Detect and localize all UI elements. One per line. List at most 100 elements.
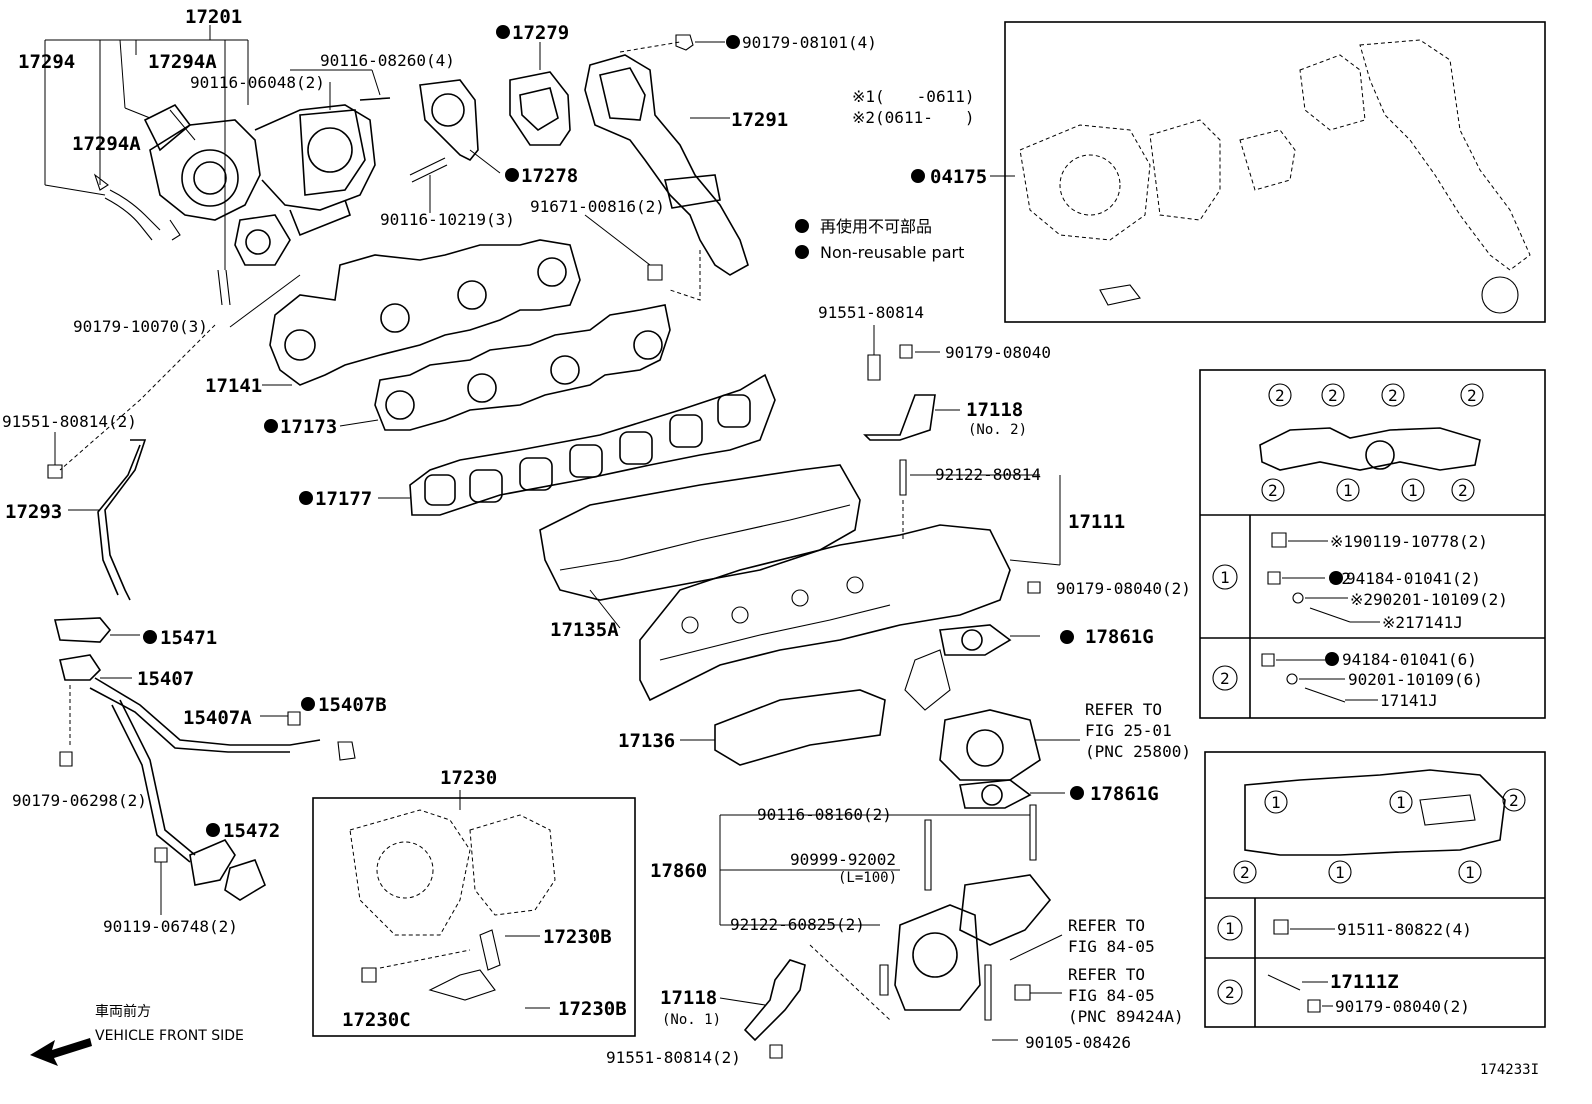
gasket-15472-drawing <box>189 839 266 901</box>
inset-item: ※217141J <box>1382 613 1463 632</box>
label-17201: 17201 <box>185 6 242 28</box>
inset-item: ※2 <box>1328 569 1351 588</box>
gasket-15471-drawing <box>53 617 140 643</box>
label-17230B-1: 17230B <box>543 926 612 948</box>
label-15407B: 15407B <box>318 694 387 716</box>
label-17230: 17230 <box>440 767 497 789</box>
turbo-leaders <box>44 25 381 471</box>
non-reusable-dot-icon <box>1060 630 1074 644</box>
group-box-04175 <box>1004 21 1546 323</box>
label-17118-no2: 17118 <box>966 399 1023 421</box>
label-91551-80814-left: 91551-80814(2) <box>2 412 137 431</box>
throttle-17860-drawing <box>719 804 1052 1021</box>
non-reusable-dot-icon <box>264 419 278 433</box>
stud-90105-08426 <box>984 934 1063 1041</box>
inset-intake-drawing <box>1217 769 1526 1005</box>
label-90179-08101: 90179-08101(4) <box>742 33 877 52</box>
label-17291: 17291 <box>731 109 788 131</box>
inset-marker: 2 <box>1268 481 1278 500</box>
inset-item: ※290201-10109(2) <box>1350 590 1508 609</box>
label-17278: 17278 <box>521 165 578 187</box>
label-17118-no1-sub: (No. 1) <box>662 1012 721 1028</box>
egr-valve-drawing <box>904 649 1080 781</box>
stud-92122-80814 <box>899 459 1040 540</box>
label-17177: 17177 <box>315 488 372 510</box>
label-92122-60825: 92122-60825(2) <box>730 915 865 934</box>
non-reusable-dot-icon <box>1325 652 1339 666</box>
inset-intake-item: 17111Z <box>1330 971 1399 993</box>
bolt-91671-00816 <box>584 214 663 281</box>
label-17293: 17293 <box>5 501 62 523</box>
oil-pipe-15407-drawing <box>59 654 321 863</box>
assembly-04175-drawing <box>990 39 1531 314</box>
refer2-line1: REFER TO <box>1068 916 1145 935</box>
inset-row-marker: 2 <box>1220 669 1230 688</box>
label-90116-06048: 90116-06048(2) <box>190 73 325 92</box>
refer1-line2: FIG 25-01 <box>1085 721 1172 740</box>
non-reusable-dot-icon <box>1070 786 1084 800</box>
non-reusable-dot-icon <box>911 169 925 183</box>
inset-intake-row-marker: 2 <box>1225 983 1235 1002</box>
inset-intake-item: 91511-80822(4) <box>1337 920 1472 939</box>
label-17141: 17141 <box>205 375 262 397</box>
inset-marker: 1 <box>1343 481 1353 500</box>
label-17294A-mid: 17294A <box>72 133 141 155</box>
inset-marker: 2 <box>1458 481 1468 500</box>
label-92122-80814: 92122-80814 <box>935 465 1041 484</box>
front-label-jp: 車両前方 <box>95 1003 151 1020</box>
label-04175: 04175 <box>930 166 987 188</box>
cover-17136-drawing <box>680 689 886 766</box>
intake-manifold-17111-drawing <box>639 475 1061 702</box>
refer2-line2: FIG 84-05 <box>1068 937 1155 956</box>
non-reusable-dot-icon <box>1329 571 1343 585</box>
label-17294: 17294 <box>18 51 75 73</box>
inset-marker: 2 <box>1275 386 1285 405</box>
gasket-17173-drawing <box>339 304 671 431</box>
label-91551-80814-mid: 91551-80814 <box>818 303 924 322</box>
exhaust-pipe-17291-drawing <box>584 41 749 301</box>
inset-manifold-drawing <box>1212 383 1484 691</box>
label-17136: 17136 <box>618 730 675 752</box>
label-90179-08040: 90179-08040 <box>945 343 1051 362</box>
label-17279: 17279 <box>512 22 569 44</box>
label-17861G-top: 17861G <box>1085 626 1154 648</box>
bracket-17118-no2-drawing <box>863 325 960 441</box>
inset-item: 94184-01041(2) <box>1346 569 1481 588</box>
bolt-90119-06748 <box>154 847 168 915</box>
non-reusable-dot-icon <box>496 25 510 39</box>
front-label-en: VEHICLE FRONT SIDE <box>95 1028 244 1044</box>
inset-intake-marker: 1 <box>1465 863 1475 882</box>
figure-id: 174233I <box>1480 1062 1539 1078</box>
bolt-15407A <box>260 711 301 726</box>
inset-manifold-box <box>1199 369 1546 719</box>
label-17294A-top: 17294A <box>148 51 217 73</box>
nut-90179-08040-2 <box>1027 581 1041 594</box>
bracket-17118-no1-drawing <box>719 959 806 1059</box>
inset-intake-row-marker: 1 <box>1225 919 1235 938</box>
legend-variant2: ※2(0611- ) <box>852 108 974 127</box>
inset-marker: 2 <box>1328 386 1338 405</box>
label-90116-10219: 90116-10219(3) <box>380 210 515 229</box>
refer1-line3: (PNC 25800) <box>1085 742 1191 761</box>
label-17230C: 17230C <box>342 1009 411 1031</box>
non-reusable-dot-icon <box>299 491 313 505</box>
turbo-17230-drawing <box>349 790 556 1009</box>
legend-non-reusable-en: Non-reusable part <box>820 243 964 262</box>
legend-non-reusable-jp: 再使用不可部品 <box>820 217 932 236</box>
bolt-91551-80814-left <box>47 432 63 479</box>
label-90179-08040-2: 90179-08040(2) <box>1056 579 1191 598</box>
non-reusable-dot-icon <box>505 168 519 182</box>
refer1-line1: REFER TO <box>1085 700 1162 719</box>
label-17230B-2: 17230B <box>558 998 627 1020</box>
label-90179-10070: 90179-10070(3) <box>73 317 208 336</box>
non-reusable-dot-icon <box>143 630 157 644</box>
label-17118-no2-sub: (No. 2) <box>968 422 1027 438</box>
gasket-17177-drawing <box>378 373 776 516</box>
non-reusable-dot-icon <box>301 697 315 711</box>
insulator-17135A-drawing <box>539 464 861 629</box>
non-reusable-dot-icon <box>206 823 220 837</box>
bolt-90179-06298 <box>59 751 73 767</box>
label-90999-92002: 90999-92002 <box>790 850 896 869</box>
inset-intake-item: 90179-08040(2) <box>1335 997 1470 1016</box>
